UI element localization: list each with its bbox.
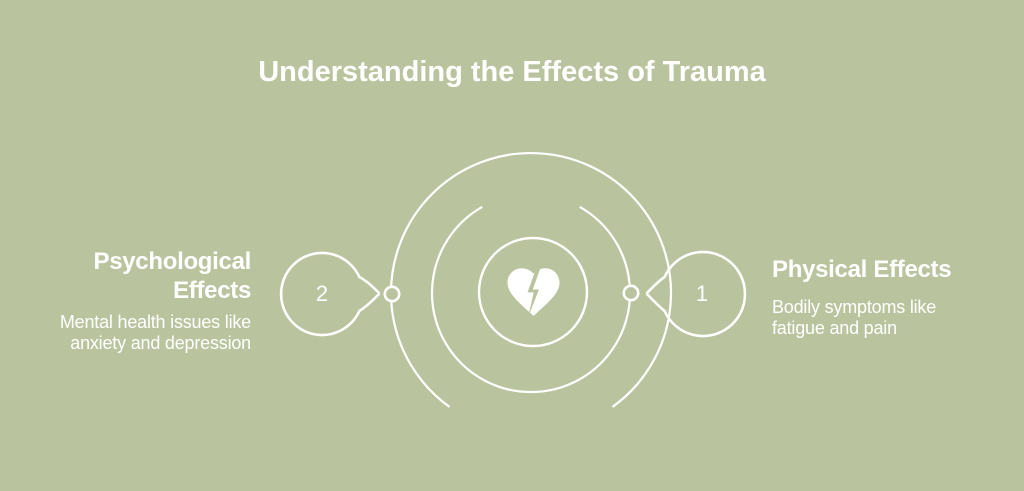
item-psychological-heading: Psychological Effects bbox=[93, 248, 252, 304]
outer-ring bbox=[389, 151, 673, 408]
connector-node-left bbox=[383, 285, 401, 303]
page-title: Understanding the Effects of Trauma bbox=[258, 56, 766, 88]
broken-heart-icon bbox=[507, 268, 560, 318]
middle-ring bbox=[430, 206, 632, 394]
item-physical-description: Bodily symptoms like fatigue and pain bbox=[772, 297, 937, 338]
lightning-crack bbox=[527, 269, 540, 318]
bubble-left bbox=[279, 251, 381, 337]
inner-circle bbox=[477, 236, 589, 348]
item-psychological-number: 2 bbox=[315, 281, 329, 306]
item-physical-heading: Physical Effects bbox=[772, 256, 952, 283]
bubble-right bbox=[645, 250, 747, 338]
item-psychological-description: Mental health issues like anxiety and de… bbox=[59, 312, 251, 353]
connector-node-right bbox=[622, 284, 640, 302]
item-physical-number: 1 bbox=[695, 281, 709, 306]
